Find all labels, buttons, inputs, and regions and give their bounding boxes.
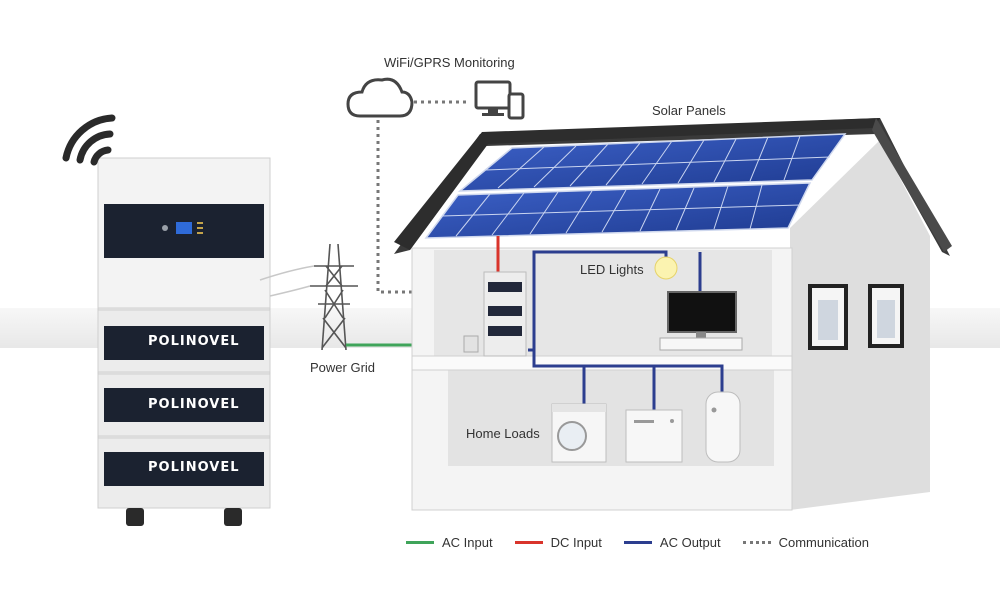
legend-label-ac-input: AC Input [442, 535, 493, 550]
legend-label-ac-output: AC Output [659, 535, 721, 550]
ac-output-lines [528, 250, 724, 410]
tv-icon [659, 291, 743, 351]
legend-swatch-communication [742, 541, 771, 544]
solar-panels-label: Solar Panels [652, 103, 726, 118]
monitor-phone-icon [474, 80, 525, 120]
battery-tower [97, 157, 271, 526]
legend-ac-output: AC Output [623, 535, 721, 550]
battery-brand-label-2: POLINOVEL [148, 397, 240, 412]
dryer-icon [625, 409, 683, 463]
battery-module-3 [104, 452, 264, 486]
legend: AC Input DC Input AC Output Communicatio… [406, 535, 869, 550]
wheel-left [126, 508, 144, 526]
legend-swatch-ac-output [623, 541, 652, 544]
cloud-icon [346, 77, 414, 118]
power-grid-tower [259, 243, 358, 351]
wifi-icon [62, 114, 116, 166]
indoor-inverter [463, 271, 527, 357]
led-lights-label: LED Lights [580, 262, 644, 277]
battery-brand-label-1: POLINOVEL [148, 334, 240, 349]
lcd-screen [176, 222, 192, 234]
solar-panels [424, 133, 847, 239]
legend-ac-input: AC Input [406, 535, 493, 550]
monitoring-label: WiFi/GPRS Monitoring [384, 55, 515, 70]
washing-machine-icon [551, 403, 607, 463]
battery-module-1 [104, 326, 264, 360]
battery-module-2 [104, 388, 264, 422]
led-light-icon [654, 256, 678, 280]
battery-brand-label-3: POLINOVEL [148, 460, 240, 475]
home-loads-label: Home Loads [466, 426, 540, 441]
legend-label-dc-input: DC Input [550, 535, 602, 550]
water-heater-icon [705, 391, 741, 463]
legend-label-communication: Communication [778, 535, 869, 550]
legend-dc-input: DC Input [514, 535, 602, 550]
legend-swatch-ac-input [406, 541, 434, 544]
legend-communication: Communication [742, 535, 869, 550]
wheel-right [224, 508, 242, 526]
legend-swatch-dc-input [514, 541, 543, 544]
power-grid-label: Power Grid [310, 360, 376, 375]
